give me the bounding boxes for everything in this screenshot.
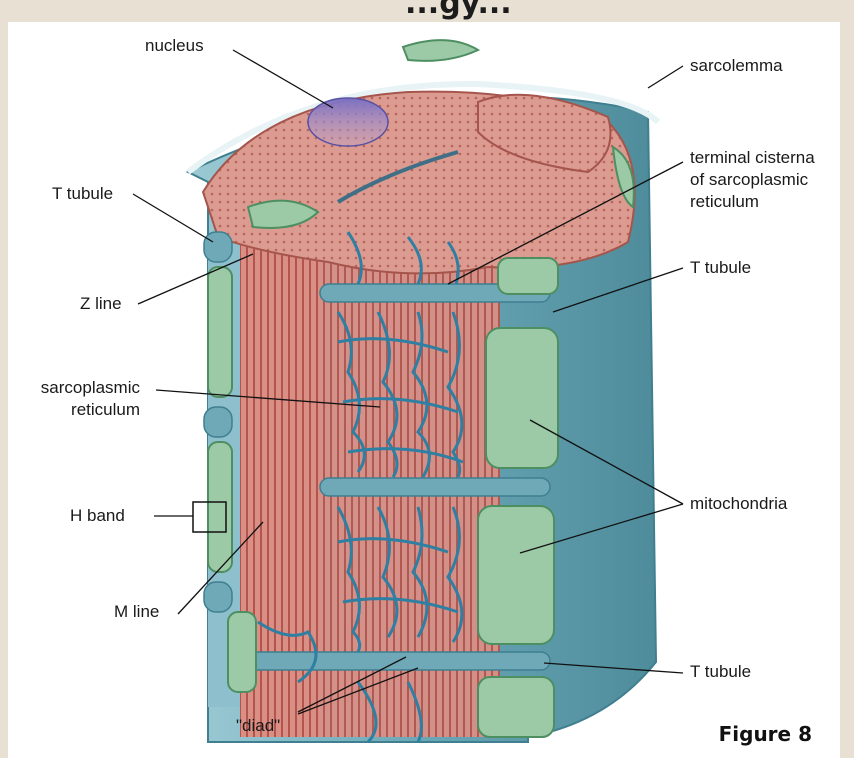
t-tubule-band <box>238 652 550 670</box>
leader-t-tubule-left <box>133 194 213 242</box>
nucleus-shape <box>308 98 388 146</box>
mitochondrion-side <box>486 328 558 468</box>
nucleus-label: nucleus <box>145 36 204 56</box>
t-tubule-left <box>204 582 232 612</box>
figure-caption: Figure 8 <box>719 722 812 746</box>
leader-sarcolemma <box>648 66 683 88</box>
terminal-cisterna-label-line2: of sarcoplasmic <box>690 170 808 190</box>
t-tubule-left-label: T tubule <box>52 184 113 204</box>
h-band-label: H band <box>70 506 125 526</box>
z-line-label: Z line <box>80 294 122 314</box>
mitochondrion-side <box>478 506 554 644</box>
page-frame-left <box>0 0 8 758</box>
m-line-label: M line <box>114 602 159 622</box>
diad-label: "diad" <box>236 716 280 736</box>
t-tubule-left <box>204 407 232 437</box>
terminal-cisterna-label-line1: terminal cisterna <box>690 148 815 168</box>
mitochondrion-side <box>478 677 554 737</box>
t-tubule-lower-label: T tubule <box>690 662 751 682</box>
terminal-cisterna-label-line3: reticulum <box>690 192 759 212</box>
mitochondrion-left <box>208 442 232 572</box>
leader-nucleus <box>233 50 333 108</box>
t-tubule-upper-label: T tubule <box>690 258 751 278</box>
t-tubule-band <box>320 478 550 496</box>
sarcoplasmic-reticulum-label-line2: reticulum <box>14 400 140 420</box>
sarcoplasmic-reticulum-label-line1: sarcoplasmic <box>14 378 140 398</box>
t-tubule-left <box>204 232 232 262</box>
mitochondria-label: mitochondria <box>690 494 787 514</box>
page-frame-right <box>840 0 854 758</box>
mitochondrion-side <box>498 258 558 294</box>
mitochondrion-top <box>403 40 478 61</box>
sarcolemma-label: sarcolemma <box>690 56 783 76</box>
page-frame-top: ...gy... <box>0 0 854 22</box>
mitochondrion-left <box>228 612 256 692</box>
mitochondrion-left <box>208 267 232 397</box>
diagram-panel: nucleus sarcolemma terminal cisterna of … <box>8 22 840 758</box>
cropped-page-title: ...gy... <box>405 0 512 21</box>
